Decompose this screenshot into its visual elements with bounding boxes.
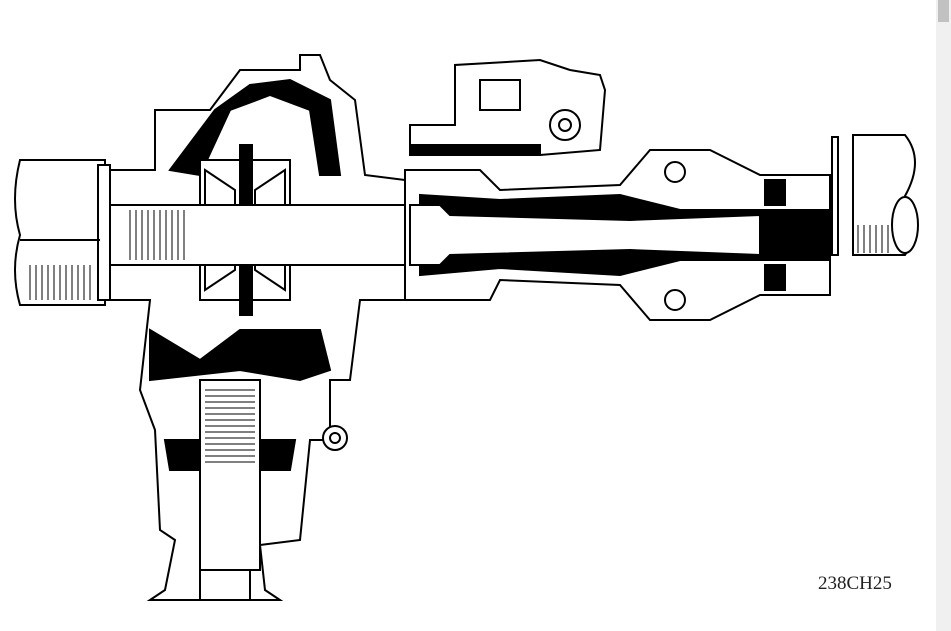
actuator-housing	[409, 58, 607, 156]
figure-caption: 238CH25	[818, 573, 892, 594]
scrollbar-thumb[interactable]	[938, 0, 949, 22]
left-axle-flange	[14, 159, 111, 306]
axle-tube	[404, 149, 831, 321]
right-axle-flange	[831, 134, 919, 256]
pinion-assembly	[163, 379, 348, 601]
vertical-scrollbar[interactable]	[936, 0, 951, 631]
